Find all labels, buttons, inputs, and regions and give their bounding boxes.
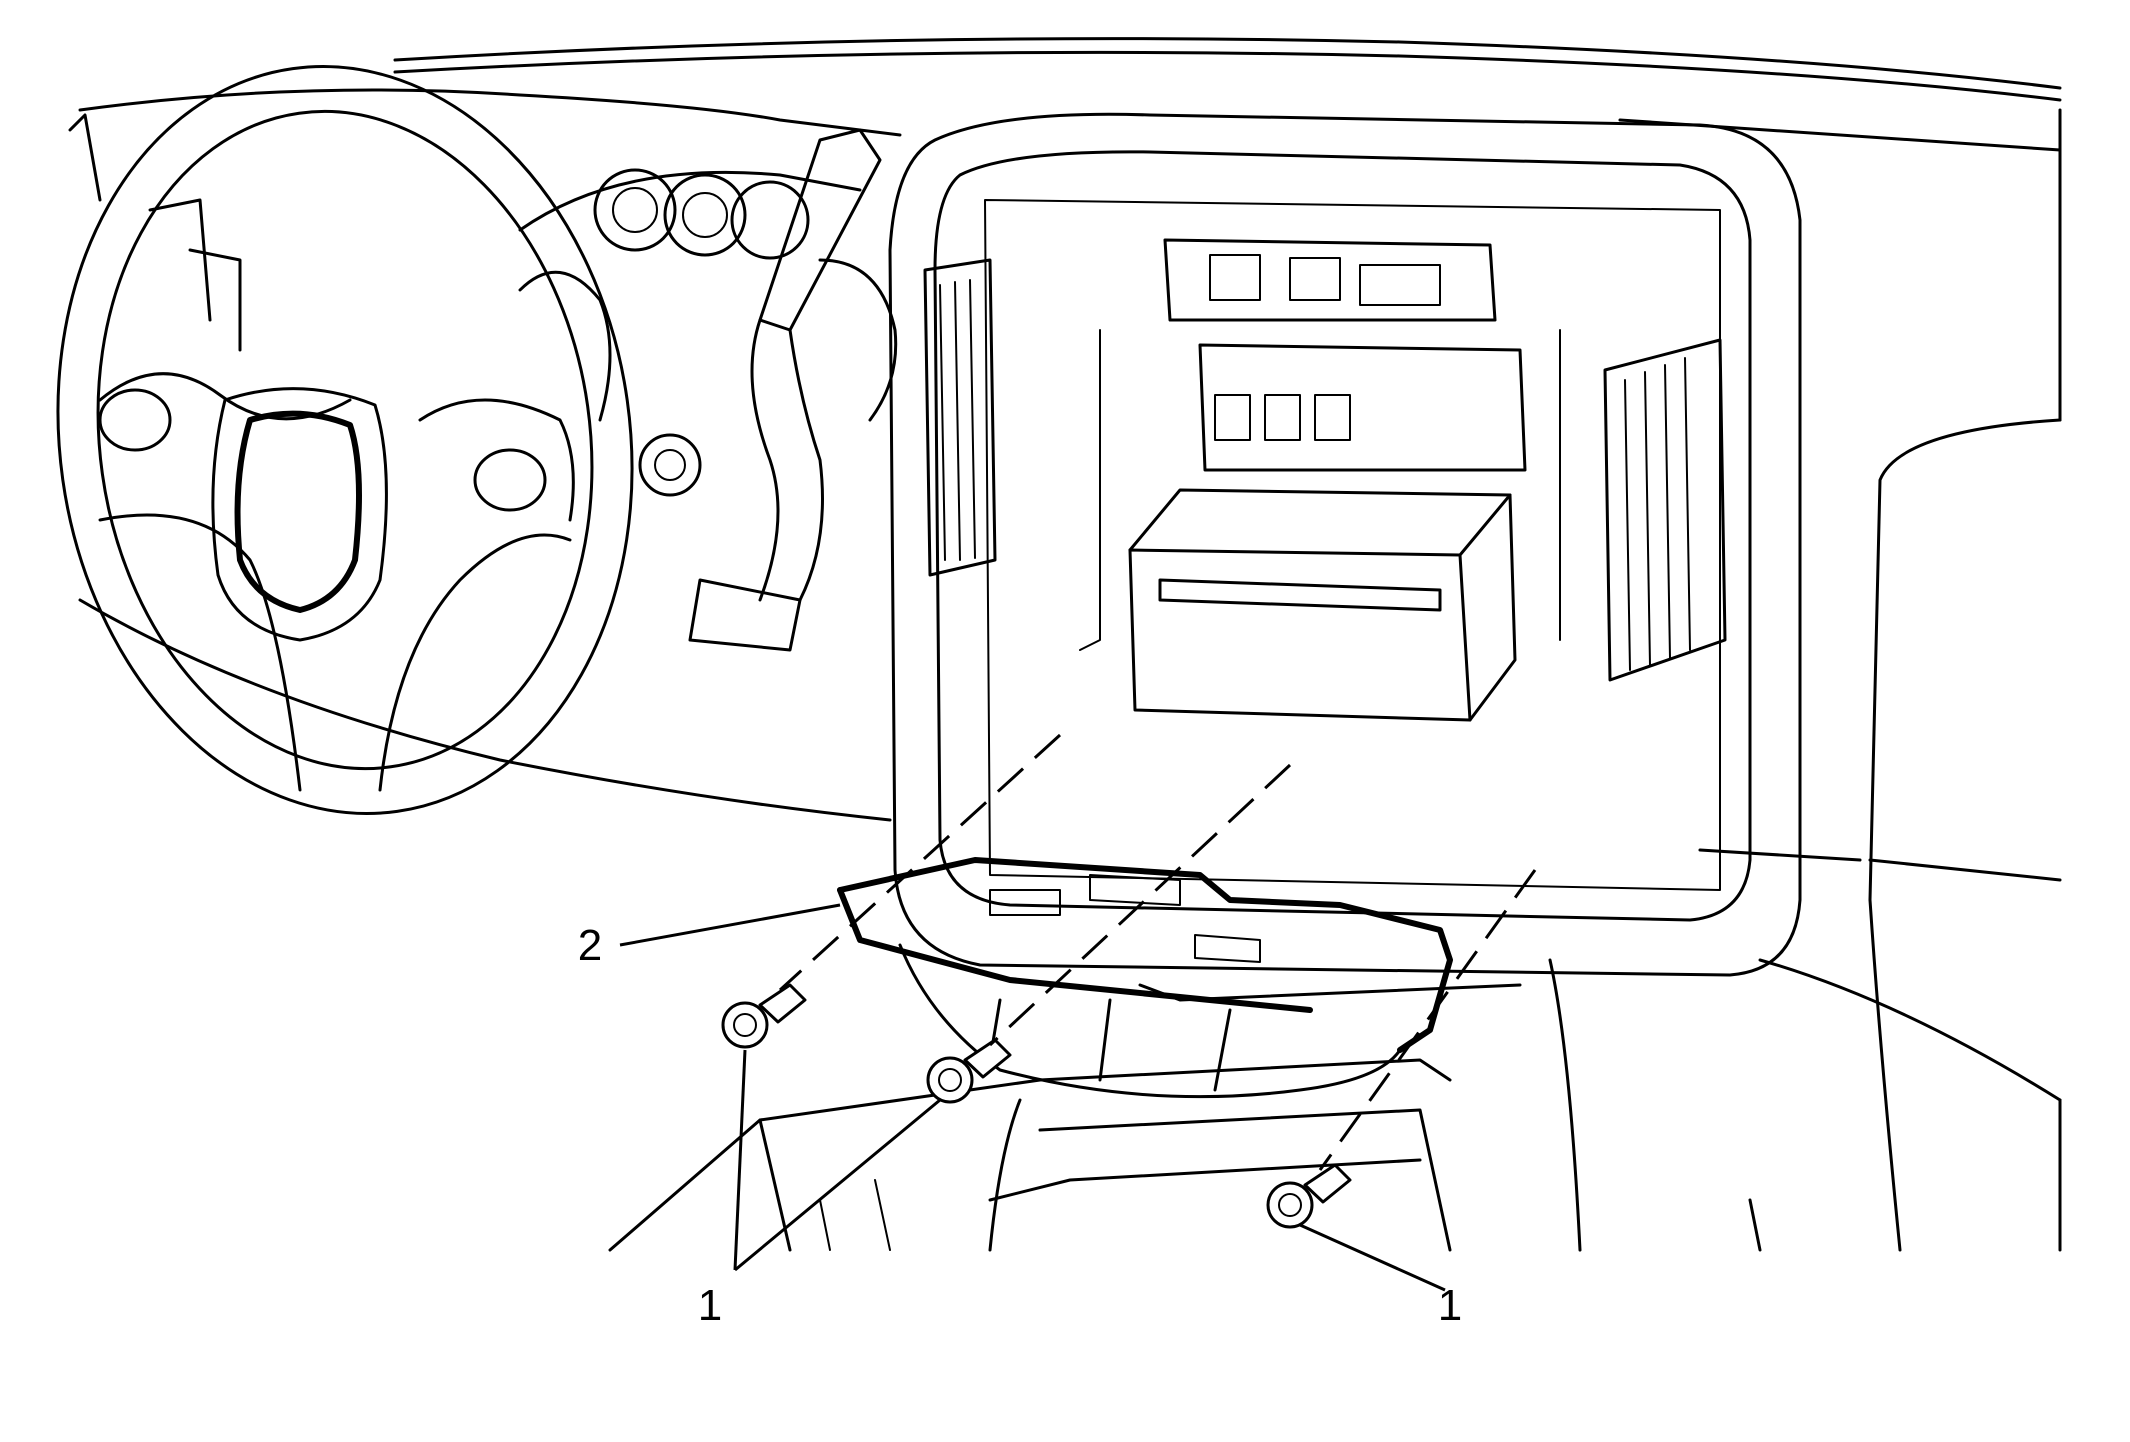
callout-fastener-left: 1: [698, 1281, 722, 1330]
shift-lever: [688, 128, 882, 652]
leader-lines: [619, 903, 1446, 1292]
steering-wheel: [56, 65, 634, 815]
right-air-vent: [1603, 338, 1727, 682]
trim-bracket: [837, 857, 1453, 1099]
callout-bracket: 2: [578, 921, 602, 970]
left-air-vent: [923, 258, 997, 577]
fastener-left-lower: [926, 1038, 1012, 1104]
instrument-cluster: [518, 168, 898, 497]
radio-module: [1079, 238, 1561, 722]
installation-paths: [778, 733, 1537, 1171]
dashboard-outline: [68, 37, 2062, 1252]
fastener-right: [1266, 1163, 1352, 1229]
fastener-left-upper: [721, 983, 807, 1049]
callout-fastener-right: 1: [1438, 1281, 1462, 1330]
